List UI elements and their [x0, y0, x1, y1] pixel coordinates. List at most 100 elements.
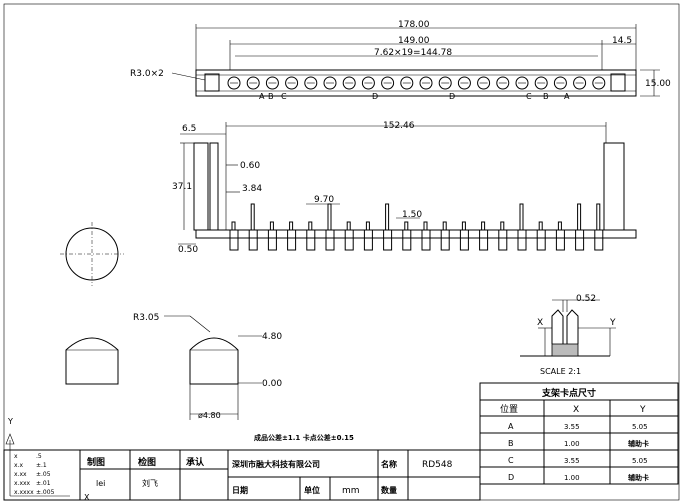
top-pin-hole — [573, 76, 587, 90]
clip-right-arm — [566, 309, 579, 344]
side-pin — [344, 229, 354, 251]
dim-overall-width: 178.00 — [398, 20, 430, 30]
side-pin-stem — [461, 221, 466, 231]
side-pin — [325, 229, 335, 251]
top-pin-hole — [227, 76, 241, 90]
table-cell: 5.05 — [632, 423, 648, 431]
tol-prefix: x — [14, 453, 18, 460]
side-pin — [536, 229, 546, 251]
dim-pin-gap: 1.50 — [402, 210, 422, 220]
top-pin-hole — [400, 76, 414, 90]
tol-prefix: x.x — [14, 462, 23, 469]
top-view: 178.00 149.00 7.62×19=144.78 14.5 15.00 … — [130, 20, 671, 101]
side-pin — [479, 229, 489, 251]
top-pin-hole — [534, 76, 548, 90]
pin-label-a-left: A — [259, 92, 265, 101]
dim-tab-height: 3.84 — [242, 184, 262, 194]
support-table-title: 支架卡点尺寸 — [541, 387, 596, 399]
pin-label-c-left: C — [281, 92, 287, 101]
unit-value: mm — [342, 486, 360, 496]
tol-value: ±.05 — [36, 471, 51, 478]
top-pin-hole — [246, 76, 260, 90]
side-pin-stem — [269, 221, 274, 231]
draw-label: 制图 — [87, 456, 105, 468]
dim-pin-top: 4.80 — [262, 332, 282, 342]
side-pin — [594, 229, 604, 251]
dim-left-offset: 6.5 — [182, 124, 196, 134]
table-cell: C — [508, 456, 514, 465]
dim-pin-width: 0.60 — [240, 161, 260, 171]
top-pin-hole — [265, 76, 279, 90]
side-pin — [459, 229, 469, 251]
part-name: RD548 — [422, 460, 453, 470]
side-pin-stem — [404, 221, 409, 231]
table-cell: 1.00 — [564, 474, 580, 482]
tol-prefix: x.xx — [14, 471, 27, 478]
name-label: 名称 — [381, 459, 397, 469]
axis-y-label: Y — [7, 417, 13, 426]
side-pin-stem — [231, 221, 236, 231]
scale-detail: 0.52 X Y SCALE 2:1 — [520, 294, 616, 376]
hole-circle — [65, 227, 119, 281]
side-view-pins — [229, 203, 604, 251]
pin-label-d-right: D — [449, 92, 455, 101]
top-pin-hole — [285, 76, 299, 90]
side-pin-stem — [500, 221, 505, 231]
table-cell: A — [508, 422, 514, 431]
tol-value: ±.1 — [36, 462, 47, 469]
tol-prefix: x.xxxx — [14, 489, 34, 496]
left-post — [193, 142, 209, 231]
table-cell: D — [508, 473, 514, 482]
side-pin — [383, 229, 393, 251]
top-pin-hole — [477, 76, 491, 90]
clip-base — [551, 343, 579, 357]
side-pin-stem — [519, 203, 524, 231]
side-pin-stem — [289, 221, 294, 231]
table-cell: B — [508, 439, 514, 448]
table-cell: 3.55 — [564, 457, 580, 465]
scale-label: SCALE 2:1 — [540, 367, 581, 376]
dim-edge-offset: 14.5 — [612, 36, 632, 46]
side-pin — [363, 229, 373, 251]
side-pin-stem — [577, 203, 582, 231]
top-pin-hole — [457, 76, 471, 90]
table-cell: 辅助卡 — [628, 439, 649, 448]
qty-label: 数量 — [381, 485, 397, 495]
side-pin — [555, 229, 565, 251]
top-pin-hole — [361, 76, 375, 90]
pin-label-a-right: A — [564, 92, 570, 101]
col-header-position: 位置 — [500, 403, 518, 415]
dim-hole-radius: R3.0×2 — [130, 69, 164, 79]
top-pin-hole — [381, 76, 395, 90]
side-pin-stem — [365, 221, 370, 231]
axis-indicator: Y X — [5, 417, 90, 502]
side-pin-stem — [308, 221, 313, 231]
pin-label-b-left: B — [268, 92, 274, 101]
dim-base-thickness: 0.50 — [178, 245, 198, 255]
support-table: 支架卡点尺寸 位置 X Y A 3.55 5.05 B 1.00 辅助卡 C 3… — [479, 382, 679, 485]
dim-clip-gap: 0.52 — [576, 294, 596, 304]
dim-pitch-formula: 7.62×19=144.78 — [374, 48, 452, 58]
dim-pitch-span: 149.00 — [398, 36, 430, 46]
title-block: x .5 x.x ±.1 x.xx ±.05 x.xxx ±.01 x.xxxx… — [3, 449, 481, 501]
col-header-x: X — [573, 405, 579, 415]
top-pin-hole — [304, 76, 318, 90]
top-pin-hole — [592, 76, 606, 90]
top-pin-hole — [515, 76, 529, 90]
side-pin-stem — [423, 221, 428, 231]
side-pin-stem — [596, 203, 601, 231]
table-cell: 5.05 — [632, 457, 648, 465]
dim-short-pin: 9.70 — [314, 195, 334, 205]
side-view: 152.46 6.5 0.60 37.1 3.84 9.70 1.50 0.50 — [172, 121, 637, 255]
dim-pin-diameter: ø4.80 — [198, 411, 221, 420]
top-pin-hole — [438, 76, 452, 90]
hole-circle-detail — [60, 222, 124, 286]
side-pin-stem — [538, 221, 543, 231]
clip-y-label: Y — [609, 318, 616, 328]
approve-label: 承认 — [186, 456, 205, 468]
company-name: 深圳市融大科技有限公司 — [232, 459, 320, 469]
right-end-slot — [610, 73, 626, 92]
top-view-outline — [195, 69, 637, 97]
clip-x-label: X — [537, 318, 543, 328]
